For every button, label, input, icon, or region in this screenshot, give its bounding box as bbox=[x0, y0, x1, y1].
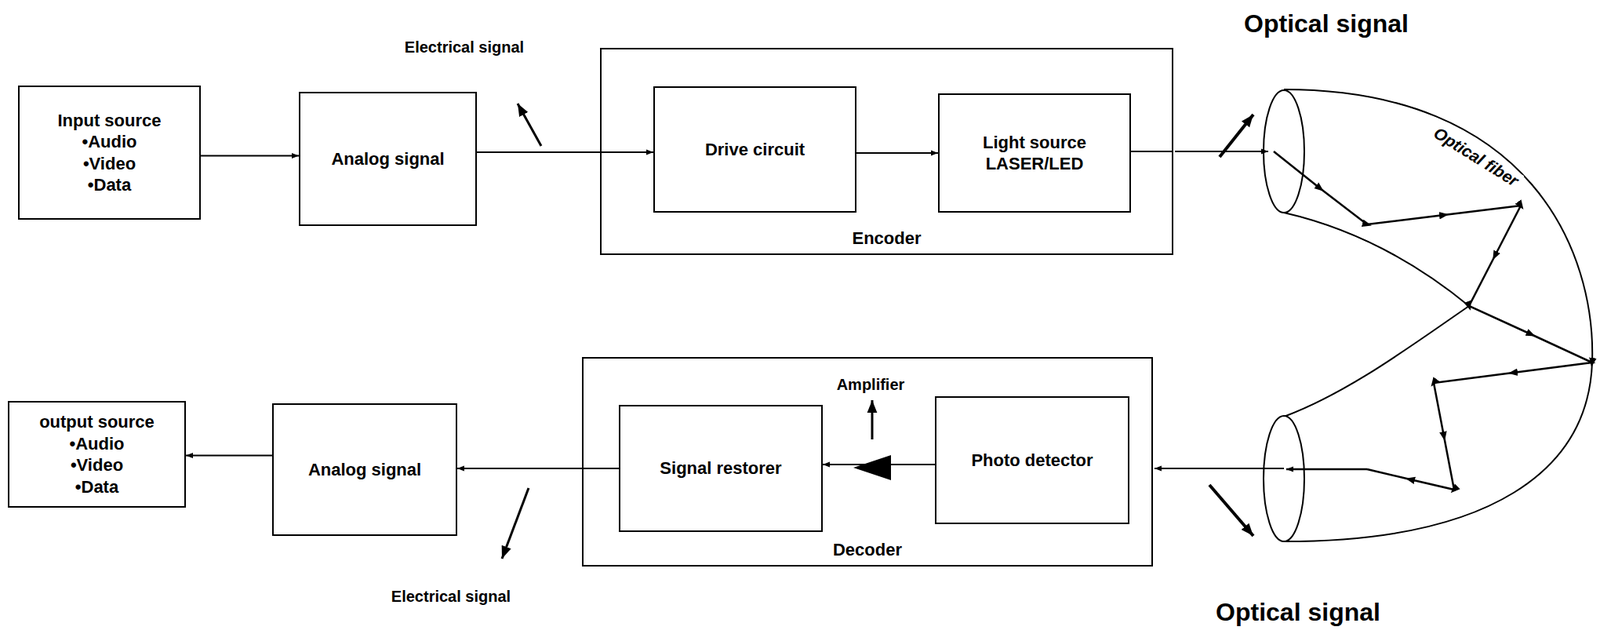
fiber-inner bbox=[1283, 212, 1470, 417]
signal-label: Electrical signal bbox=[402, 38, 527, 57]
box-label: Photo detector bbox=[970, 449, 1093, 472]
box-label: Analog signal bbox=[308, 458, 422, 481]
signal-label: Electrical signal bbox=[389, 587, 513, 606]
group-box: Encoder Drive circuit Light source LASER/L… bbox=[600, 47, 1174, 255]
fiber-to-detector bbox=[1154, 467, 1284, 470]
light-ray bbox=[1273, 151, 1593, 490]
signal-connector bbox=[185, 454, 273, 457]
box-label: •Video bbox=[83, 152, 136, 175]
pointer-arrow bbox=[1209, 484, 1254, 536]
signal-label: Optical fiber bbox=[1428, 122, 1524, 192]
box-label: Input source bbox=[57, 109, 161, 132]
process-box: Input source•Audio•Video•Data bbox=[18, 85, 201, 220]
signal-connector bbox=[457, 467, 619, 470]
signal-label: Optical signal bbox=[1213, 597, 1383, 627]
signal-label: Optical signal bbox=[1241, 9, 1411, 39]
process-box: output source•Audio•Video•Data bbox=[7, 400, 186, 508]
signal-connector bbox=[856, 152, 939, 154]
box-label: Light source LASER/LED bbox=[947, 131, 1122, 175]
fiber-output-end bbox=[1263, 415, 1305, 542]
amplifier-symbol bbox=[853, 454, 891, 480]
box-label: •Video bbox=[70, 454, 124, 477]
pointer-arrow bbox=[871, 400, 874, 440]
signal-connector bbox=[476, 151, 654, 153]
process-box: Photo detector bbox=[934, 396, 1130, 524]
box-label: •Data bbox=[87, 174, 131, 197]
box-label: Drive circuit bbox=[705, 138, 805, 161]
group-title: Decoder bbox=[583, 538, 1152, 561]
fiber-outer bbox=[1283, 89, 1593, 542]
pointer-arrow bbox=[1219, 114, 1254, 157]
component-label: Amplifier bbox=[834, 375, 908, 394]
process-box: Drive circuit bbox=[653, 86, 857, 213]
box-label: •Audio bbox=[69, 432, 124, 455]
light-to-encoder-edge bbox=[1129, 150, 1174, 153]
box-label: output source bbox=[39, 410, 155, 433]
fiber-input-end bbox=[1263, 90, 1305, 213]
box-label: Signal restorer bbox=[659, 457, 782, 480]
signal-connector bbox=[200, 155, 299, 157]
process-box: Signal restorer bbox=[618, 404, 823, 532]
process-box: Analog signal bbox=[272, 403, 458, 536]
box-label: •Audio bbox=[81, 130, 137, 153]
pointer-arrow bbox=[517, 103, 542, 146]
process-box: Light source LASER/LED bbox=[938, 93, 1131, 213]
group-title: Encoder bbox=[601, 227, 1172, 250]
ray-exit bbox=[1286, 468, 1368, 471]
pointer-arrow bbox=[501, 487, 529, 559]
box-label: •Data bbox=[75, 476, 119, 499]
process-box: Analog signal bbox=[298, 91, 477, 226]
box-label: Analog signal bbox=[330, 148, 444, 171]
